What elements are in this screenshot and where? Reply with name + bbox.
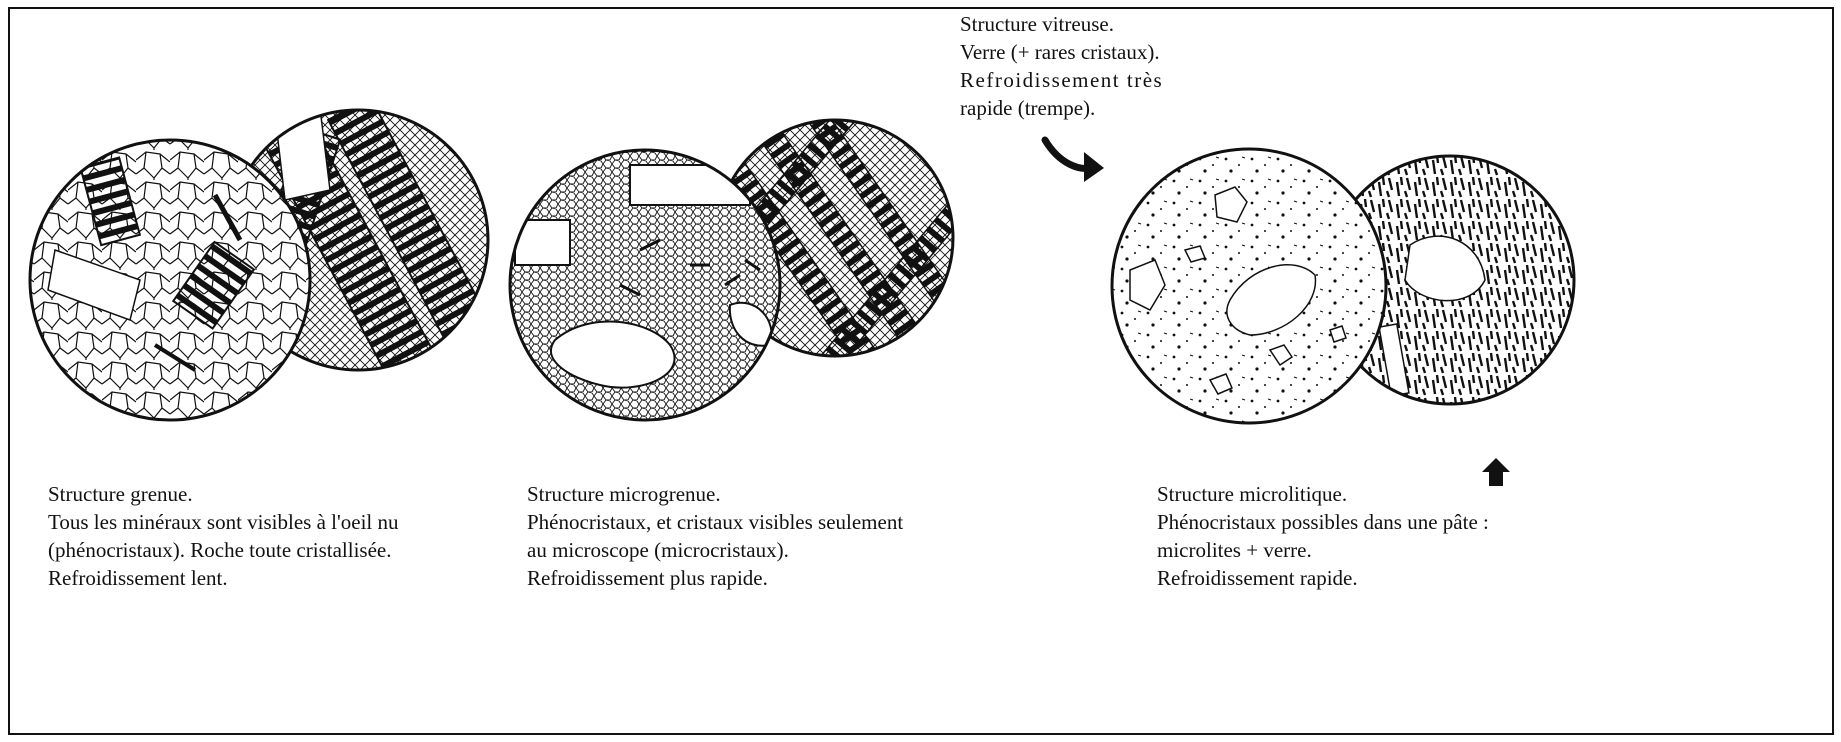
caption-line: microlites + verre. <box>1157 536 1489 564</box>
caption-vitreuse: Structure vitreuse. Verre (+ rares crist… <box>960 10 1163 122</box>
caption-line: Refroidissement très <box>960 66 1163 94</box>
curved-arrow-icon <box>1045 140 1104 182</box>
caption-line: Phénocristaux, et cristaux visibles seul… <box>527 508 903 536</box>
caption-line: Refroidissement lent. <box>48 564 399 592</box>
caption-title: Structure microlitique. <box>1157 480 1489 508</box>
caption-line: au microscope (microcristaux). <box>527 536 903 564</box>
vitreuse-circle <box>1110 148 1390 428</box>
caption-line: Refroidissement rapide. <box>1157 564 1489 592</box>
caption-line: Phénocristaux possibles dans une pâte : <box>1157 508 1489 536</box>
caption-line: Verre (+ rares cristaux). <box>960 38 1163 66</box>
caption-title: Structure grenue. <box>48 480 399 508</box>
caption-title: Structure microgrenue. <box>527 480 903 508</box>
caption-line: Tous les minéraux sont visibles à l'oeil… <box>48 508 399 536</box>
caption-title: Structure vitreuse. <box>960 10 1163 38</box>
caption-line: (phénocristaux). Roche toute cristallisé… <box>48 536 399 564</box>
caption-line: Refroidissement plus rapide. <box>527 564 903 592</box>
caption-microgrenue: Structure microgrenue. Phénocristaux, et… <box>527 480 903 592</box>
caption-grenue: Structure grenue. Tous les minéraux sont… <box>48 480 399 592</box>
caption-microlitique: Structure microlitique. Phénocristaux po… <box>1157 480 1489 592</box>
caption-line: rapide (trempe). <box>960 94 1163 122</box>
